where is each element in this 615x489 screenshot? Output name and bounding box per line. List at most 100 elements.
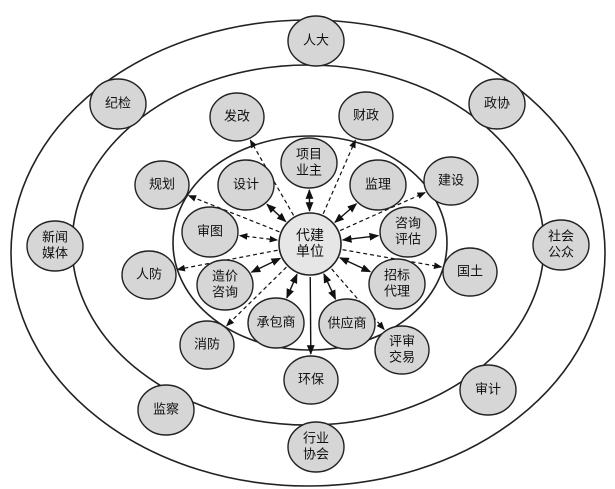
node-bubble xyxy=(459,364,517,416)
node-label: 业主 xyxy=(296,164,322,179)
node-label: 监察 xyxy=(153,403,179,418)
node-bubble xyxy=(374,325,430,375)
node-label: 审计 xyxy=(475,383,501,398)
link-guihua xyxy=(187,195,280,233)
node-sheji: 设计 xyxy=(217,159,275,211)
node-shentu: 审图 xyxy=(181,206,239,258)
node-label: 项目 xyxy=(296,148,322,163)
node-bubble xyxy=(423,156,479,206)
node-bubble xyxy=(137,384,195,436)
node-jianli: 监理 xyxy=(349,159,407,211)
link-pingshen xyxy=(331,268,385,331)
node-label: 人防 xyxy=(136,267,162,283)
node-label: 规划 xyxy=(149,178,175,193)
node-bubble xyxy=(247,297,305,349)
link-caizheng xyxy=(322,139,356,215)
node-bubble xyxy=(349,159,407,211)
node-bubble xyxy=(287,421,345,473)
node-label: 人大 xyxy=(303,34,329,49)
node-bubble xyxy=(287,15,345,67)
node-bubble xyxy=(468,78,526,130)
node-xiaofang: 消防 xyxy=(179,320,235,370)
node-bubble xyxy=(89,78,147,130)
node-label: 建设 xyxy=(438,174,464,189)
link-jianshe xyxy=(339,192,426,232)
link-sheji xyxy=(266,203,287,223)
node-bubble xyxy=(217,159,275,211)
node-shenji: 审计 xyxy=(459,364,517,416)
nodes-layer: 项目业主监理咨询评估招标代理供应商承包商造价咨询审图设计发改财政建设国土评审交易… xyxy=(26,15,590,473)
node-label: 代建 xyxy=(296,228,324,244)
node-label: 政协 xyxy=(484,97,510,112)
node-label: 协会 xyxy=(303,448,329,463)
node-label: 监理 xyxy=(365,178,391,193)
link-jianli xyxy=(334,203,358,224)
node-bubble xyxy=(179,320,235,370)
link-zaojia xyxy=(250,257,282,273)
node-label: 消防 xyxy=(194,337,220,353)
node-label: 社会 xyxy=(548,229,574,245)
node-label: 纪检 xyxy=(105,97,131,112)
node-renfang: 人防 xyxy=(121,250,177,300)
node-jijian: 纪检 xyxy=(89,78,147,130)
node-label: 招标 xyxy=(384,269,410,284)
node-gongying: 供应商 xyxy=(318,298,376,350)
node-bubble xyxy=(283,355,339,405)
node-label: 承包商 xyxy=(256,316,295,331)
node-label: 媒体 xyxy=(42,247,68,262)
link-zixun xyxy=(341,232,380,243)
node-bubble xyxy=(209,92,265,142)
node-label: 环保 xyxy=(298,373,324,388)
node-bubble xyxy=(278,212,342,276)
link-huanbao xyxy=(306,276,315,355)
link-gongying xyxy=(323,273,337,300)
node-renda: 人大 xyxy=(287,15,345,67)
node-label: 审图 xyxy=(197,225,223,240)
node-label: 供应商 xyxy=(327,316,366,332)
node-bubble xyxy=(532,219,590,271)
node-label: 财政 xyxy=(353,109,379,124)
node-jianshe: 建设 xyxy=(423,156,479,206)
node-guotu: 国土 xyxy=(442,247,498,297)
node-bubble xyxy=(280,137,338,189)
node-chengbao: 承包商 xyxy=(247,297,305,349)
node-bubble xyxy=(26,220,84,272)
node-label: 新闻 xyxy=(42,230,68,246)
node-huanbao: 环保 xyxy=(283,355,339,405)
node-label: 评审 xyxy=(389,335,415,350)
link-guotu xyxy=(342,249,443,270)
node-bubble xyxy=(134,160,190,210)
node-bubble xyxy=(196,259,254,311)
node-label: 公众 xyxy=(548,246,574,261)
node-bubble xyxy=(368,258,426,310)
node-caizheng: 财政 xyxy=(338,91,394,141)
node-bubble xyxy=(338,91,394,141)
node-label: 设计 xyxy=(233,178,259,193)
node-bubble xyxy=(318,298,376,350)
node-label: 国土 xyxy=(457,265,483,280)
node-label: 发改 xyxy=(224,109,250,125)
node-fagai: 发改 xyxy=(209,92,265,142)
node-bubble xyxy=(181,206,239,258)
node-bubble xyxy=(379,206,437,258)
node-label: 行业 xyxy=(303,432,329,447)
node-label: 咨询 xyxy=(395,217,421,232)
node-label: 评估 xyxy=(395,233,421,248)
node-label: 造价 xyxy=(212,270,238,285)
node-guihua: 规划 xyxy=(134,160,190,210)
link-chengbao xyxy=(286,273,298,299)
node-label: 咨询 xyxy=(212,286,238,301)
node-jiancha: 监察 xyxy=(137,384,195,436)
node-bubble xyxy=(121,250,177,300)
node-bubble xyxy=(442,247,498,297)
